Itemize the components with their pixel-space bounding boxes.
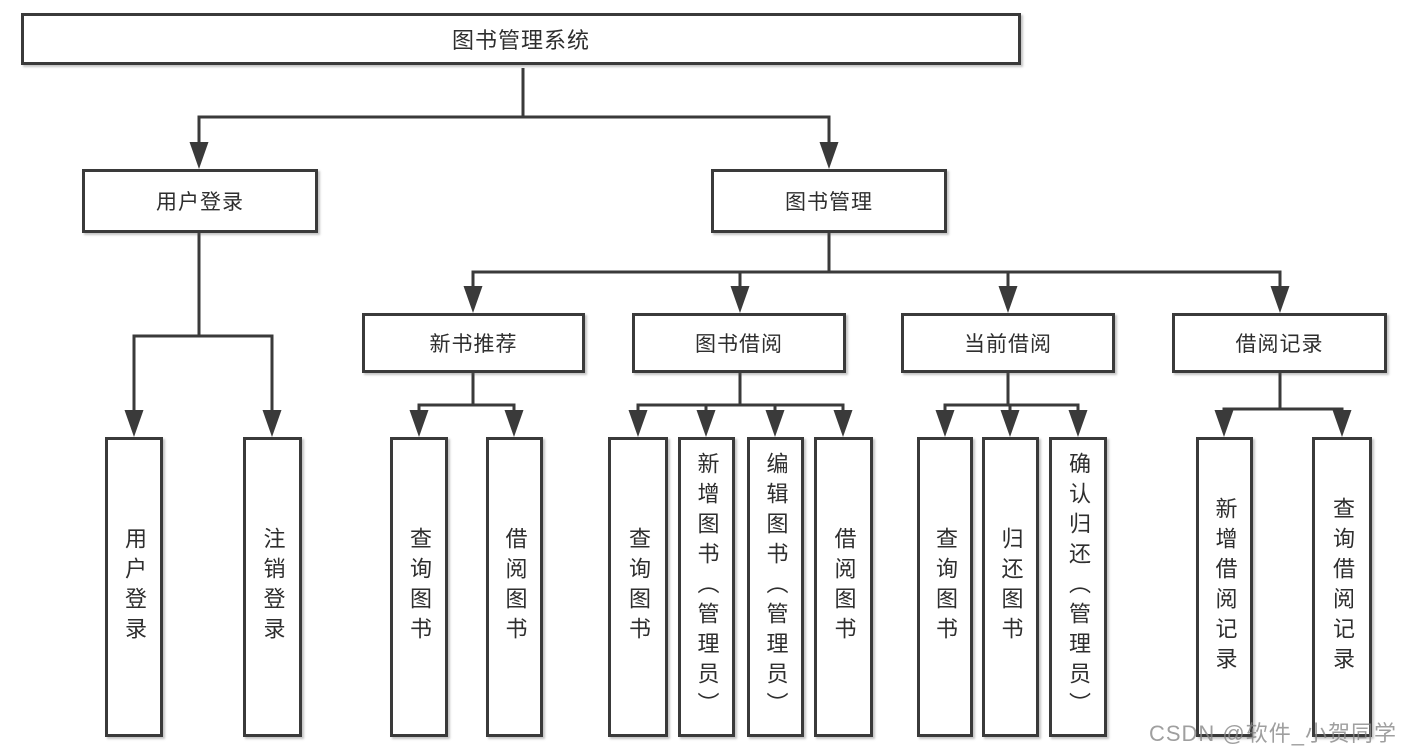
node-label-leaf-query-borrowing-record: 查询借阅记录 bbox=[1330, 497, 1355, 677]
node-label-leaf-borrow-books-recommend: 借阅图书 bbox=[502, 527, 528, 647]
node-label-leaf-borrow-books: 借阅图书 bbox=[831, 527, 857, 647]
node-label-borrowing-records: 借阅记录 bbox=[1235, 333, 1324, 356]
connector-line-book-borrowing--leaf-borrow-books bbox=[738, 373, 845, 415]
arrowhead-icon bbox=[1068, 410, 1088, 437]
arrowhead-icon bbox=[935, 410, 955, 437]
node-leaf-add-borrowing-record: 新增借阅记录 bbox=[1196, 437, 1253, 737]
node-label-leaf-query-books-borrowing: 查询图书 bbox=[626, 527, 651, 647]
node-label-leaf-add-books-admin: 新增图书（管理员） bbox=[694, 452, 720, 722]
arrowhead-icon bbox=[504, 410, 524, 437]
node-label-leaf-query-books-recommend: 查询图书 bbox=[407, 527, 432, 647]
node-leaf-query-borrowing-record: 查询借阅记录 bbox=[1312, 437, 1372, 737]
csdn-watermark: CSDN @软件_小贺同学 bbox=[1148, 721, 1397, 746]
node-label-leaf-logout: 注销登录 bbox=[260, 527, 286, 647]
node-leaf-logout: 注销登录 bbox=[243, 437, 302, 737]
node-label-current-borrowing: 当前借阅 bbox=[964, 333, 1052, 356]
node-label-book-borrowing: 图书借阅 bbox=[695, 333, 783, 356]
node-label-leaf-confirm-return-admin: 确认归还（管理员） bbox=[1066, 452, 1091, 722]
node-label-new-book-recommend: 新书推荐 bbox=[429, 333, 518, 356]
node-book-management: 图书管理 bbox=[711, 169, 947, 233]
arrowhead-icon bbox=[1332, 410, 1352, 437]
connector-line-new-book-recommend--leaf-borrow-books-recommend bbox=[471, 373, 516, 415]
node-borrowing-records: 借阅记录 bbox=[1172, 313, 1387, 373]
node-leaf-query-books-recommend: 查询图书 bbox=[390, 437, 448, 737]
node-label-leaf-user-login: 用户登录 bbox=[122, 527, 147, 647]
connector-line-book-management--new-book-recommend bbox=[471, 233, 831, 291]
node-label-root: 图书管理系统 bbox=[451, 28, 590, 53]
node-label-leaf-query-books-current: 查询图书 bbox=[933, 527, 958, 647]
node-current-borrowing: 当前借阅 bbox=[901, 313, 1115, 373]
node-leaf-return-books: 归还图书 bbox=[982, 437, 1039, 737]
connector-line-current-borrowing--leaf-confirm-return-admin bbox=[1006, 373, 1080, 415]
arrowhead-icon bbox=[696, 410, 716, 437]
connector-line-new-book-recommend--leaf-query-books-recommend bbox=[417, 373, 475, 415]
connector-line-book-borrowing--leaf-query-books-borrowing bbox=[636, 373, 742, 415]
node-label-leaf-add-borrowing-record: 新增借阅记录 bbox=[1212, 497, 1238, 677]
node-label-leaf-edit-books-admin: 编辑图书（管理员） bbox=[763, 452, 789, 722]
node-book-borrowing: 图书借阅 bbox=[632, 313, 846, 373]
arrowhead-icon bbox=[409, 410, 429, 437]
node-leaf-borrow-books-recommend: 借阅图书 bbox=[486, 437, 543, 737]
connector-line-borrowing-records--leaf-query-borrowing-record bbox=[1278, 373, 1344, 415]
connector-line-book-management--current-borrowing bbox=[827, 233, 1010, 291]
arrowhead-icon bbox=[1270, 286, 1290, 313]
arrowhead-icon bbox=[765, 410, 785, 437]
node-leaf-add-books-admin: 新增图书（管理员） bbox=[678, 437, 735, 737]
node-leaf-borrow-books: 借阅图书 bbox=[814, 437, 873, 737]
arrowhead-icon bbox=[998, 286, 1018, 313]
node-leaf-user-login: 用户登录 bbox=[105, 437, 163, 737]
connector-line-book-management--book-borrowing bbox=[738, 233, 831, 291]
connector-line-root--user-login bbox=[197, 68, 525, 147]
node-leaf-edit-books-admin: 编辑图书（管理员） bbox=[747, 437, 804, 737]
arrowhead-icon bbox=[1214, 410, 1234, 437]
connector-line-book-borrowing--leaf-add-books-admin bbox=[704, 373, 742, 415]
node-root: 图书管理系统 bbox=[21, 13, 1021, 65]
connector-line-user-login--leaf-user-login bbox=[132, 233, 201, 415]
connector-line-user-login--leaf-logout bbox=[197, 233, 274, 415]
node-leaf-query-books-current: 查询图书 bbox=[917, 437, 973, 737]
connector-line-borrowing-records--leaf-add-borrowing-record bbox=[1222, 373, 1282, 415]
arrowhead-icon bbox=[819, 142, 839, 169]
node-label-leaf-return-books: 归还图书 bbox=[998, 527, 1024, 647]
arrowhead-icon bbox=[628, 410, 648, 437]
connector-line-root--book-management bbox=[521, 68, 831, 147]
node-user-login: 用户登录 bbox=[82, 169, 318, 233]
node-label-book-management: 图书管理 bbox=[785, 191, 873, 214]
arrowhead-icon bbox=[463, 286, 483, 313]
arrowhead-icon bbox=[833, 410, 853, 437]
arrowhead-icon bbox=[262, 410, 282, 437]
arrowhead-icon bbox=[1000, 410, 1020, 437]
arrowhead-icon bbox=[124, 410, 144, 437]
arrowhead-icon bbox=[189, 142, 209, 169]
connector-line-book-management--borrowing-records bbox=[827, 233, 1282, 291]
connector-line-current-borrowing--leaf-query-books-current bbox=[943, 373, 1010, 415]
node-leaf-query-books-borrowing: 查询图书 bbox=[608, 437, 668, 737]
node-new-book-recommend: 新书推荐 bbox=[362, 313, 585, 373]
connector-line-book-borrowing--leaf-edit-books-admin bbox=[738, 373, 777, 415]
node-leaf-confirm-return-admin: 确认归还（管理员） bbox=[1049, 437, 1107, 737]
node-label-user-login: 用户登录 bbox=[156, 191, 244, 214]
arrowhead-icon bbox=[730, 286, 750, 313]
